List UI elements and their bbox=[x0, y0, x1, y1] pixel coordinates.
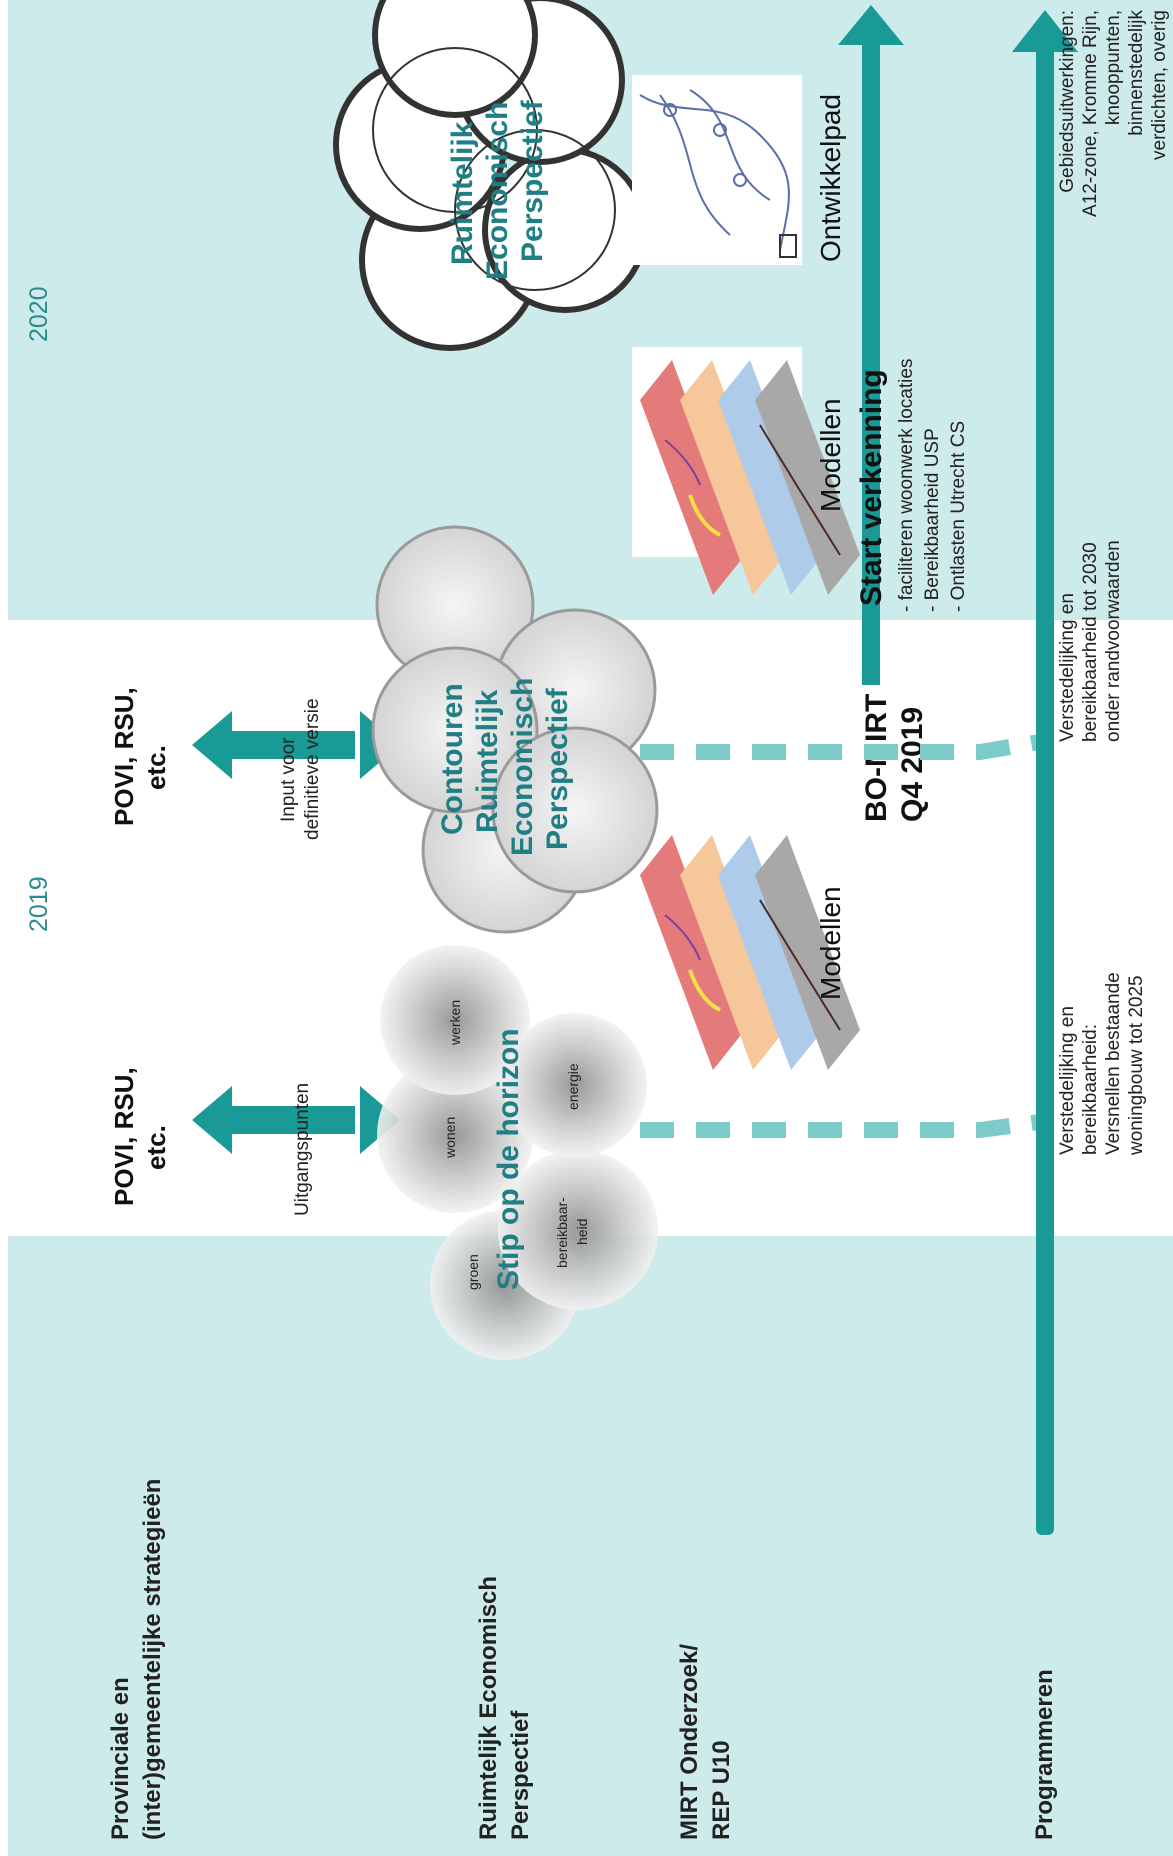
row2-label-line1: Ruimtelijk Economisch bbox=[475, 1576, 502, 1840]
theme-bereikbaarheid-2: heid bbox=[574, 1219, 590, 1245]
row1-label-line2: (inter)gemeentelijke strategieën bbox=[139, 1479, 166, 1840]
row3-label-line1: MIRT Onderzoek/ bbox=[676, 1644, 703, 1840]
year-2019: 2019 bbox=[25, 876, 53, 932]
programmeren-note-2: Verstedelijking en bereikbaarheid tot 20… bbox=[1057, 540, 1124, 742]
start-verkenning-item-1: - faciliteren woonwerk locaties bbox=[896, 359, 917, 612]
model-layers-b-icon bbox=[640, 360, 860, 595]
note1-line4: woningbouw tot 2025 bbox=[1126, 975, 1147, 1156]
note3-line1: Gebiedsuitwerkingen: bbox=[1057, 10, 1078, 193]
row1-label-line1: Provinciale en bbox=[107, 1677, 134, 1840]
note3-line2: A12-zone, Kromme Rijn, bbox=[1080, 10, 1101, 217]
model-layers-a-icon bbox=[640, 835, 860, 1070]
programmeren-note-1: Verstedelijking en bereikbaarheid: Versn… bbox=[1057, 972, 1147, 1156]
note2-line3: onder randvoorwaarden bbox=[1103, 540, 1124, 742]
double-arrow-uitgangspunten bbox=[192, 1086, 400, 1154]
modellen-label-b: Modellen bbox=[815, 398, 846, 512]
band-past bbox=[8, 1236, 1173, 1856]
dashed-connector-a bbox=[640, 1114, 1042, 1138]
contouren-line2: Ruimtelijk bbox=[471, 689, 504, 833]
contouren-line3: Economisch bbox=[506, 678, 539, 856]
povi-label-a-line2: etc. bbox=[141, 1125, 171, 1170]
start-verkenning-item-2: - Bereikbaarheid USP bbox=[922, 428, 943, 612]
start-verkenning-arrow bbox=[838, 5, 904, 685]
rep-final-cloud-inner bbox=[372, 47, 616, 291]
note1-line1: Verstedelijking en bbox=[1057, 1006, 1078, 1155]
row-labels: Provinciale en (inter)gemeentelijke stra… bbox=[107, 1479, 1058, 1840]
arrow-label-uitgangspunten: Uitgangspunten bbox=[292, 1083, 313, 1216]
stip-op-de-horizon-cluster bbox=[377, 945, 658, 1360]
start-verkenning-title: Start verkenning bbox=[855, 369, 888, 606]
theme-wonen: wonen bbox=[442, 1117, 458, 1159]
stip-title: Stip op de horizon bbox=[492, 1028, 525, 1290]
rep-final-line1: Ruimtelijk bbox=[446, 121, 479, 265]
year-2020: 2020 bbox=[25, 286, 53, 342]
bo-mirt-line2: Q4 2019 bbox=[896, 707, 929, 822]
theme-groen: groen bbox=[465, 1254, 481, 1290]
row2-label-line2: Perspectief bbox=[507, 1710, 534, 1840]
rep-final-line2: Economisch bbox=[481, 102, 514, 280]
ontwikkelpad-diagram-icon bbox=[632, 75, 802, 265]
note3-line5: verdichten, overig bbox=[1149, 10, 1170, 160]
theme-bereikbaarheid-1: bereikbaar- bbox=[554, 1197, 570, 1268]
theme-energie: energie bbox=[565, 1063, 581, 1110]
row4-label: Programmeren bbox=[1031, 1669, 1058, 1840]
ontwikkelpad-label: Ontwikkelpad bbox=[815, 94, 846, 262]
theme-werken: werken bbox=[447, 1000, 463, 1046]
dashed-connector-b bbox=[640, 734, 1042, 760]
povi-label-a-line1: POVI, RSU, bbox=[109, 1067, 139, 1206]
row3-label-line2: REP U10 bbox=[708, 1740, 735, 1840]
start-verkenning-item-3: - Ontlasten Utrecht CS bbox=[948, 421, 969, 612]
note2-line2: bereikbaarheid tot 2030 bbox=[1080, 542, 1101, 742]
arrow-label-input-line1: Input voor bbox=[278, 737, 299, 822]
note3-line3: knooppunten, bbox=[1103, 10, 1124, 125]
arrow-label-input-line2: definitieve versie bbox=[302, 698, 323, 840]
contouren-line1: Contouren bbox=[436, 683, 469, 835]
note1-line3: Versnellen bestaande bbox=[1103, 972, 1124, 1155]
note2-line1: Verstedelijking en bbox=[1057, 593, 1078, 742]
note3-line4: binnenstedelijk bbox=[1126, 10, 1147, 136]
povi-label-b-line2: etc. bbox=[141, 745, 171, 790]
programmeren-arrow bbox=[1012, 10, 1078, 1535]
programmeren-note-3: Gebiedsuitwerkingen: A12-zone, Kromme Ri… bbox=[1057, 10, 1170, 217]
contouren-line4: Perspectief bbox=[541, 687, 574, 850]
modellen-label-a: Modellen bbox=[815, 886, 846, 1000]
rep-final-line3: Perspectief bbox=[516, 99, 549, 262]
contouren-cluster bbox=[371, 525, 659, 934]
povi-label-b-line1: POVI, RSU, bbox=[109, 687, 139, 826]
note1-line2: bereikbaarheid: bbox=[1080, 1024, 1101, 1155]
